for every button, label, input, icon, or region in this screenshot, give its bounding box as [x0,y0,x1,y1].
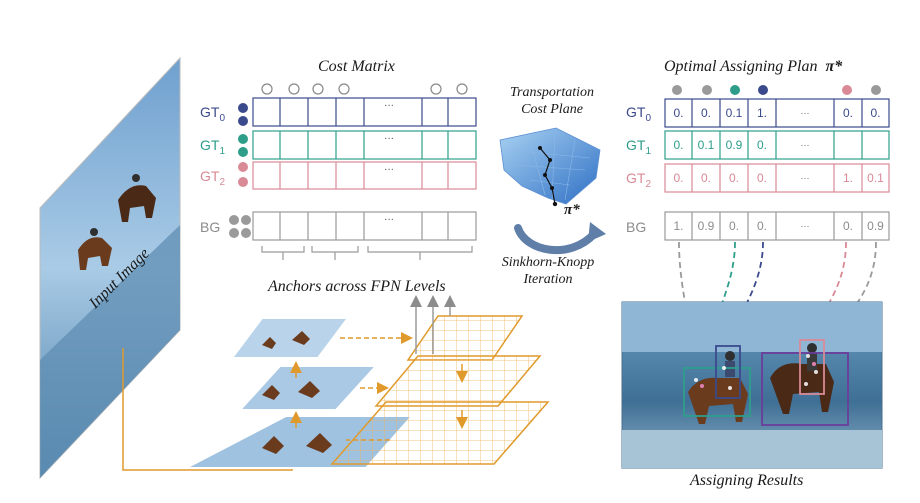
plan-row-gt2-base: GT [626,170,646,186]
optimal-plan-text: Optimal Assigning Plan [664,58,818,75]
pi-star-marker: π* [564,202,580,218]
plan-cell-r2-c2: 0. [728,171,739,185]
fpn-image-stack [185,317,415,469]
plan-row-gt1-base: GT [626,137,646,153]
plan-cell-r0-c2: 0.1 [725,106,743,120]
plan-cell-r1-c5 [834,131,862,159]
cost-row-label-gt1: GT1 [200,137,225,157]
plan-cell-r0-c1: 0. [700,106,711,120]
plan-row-gt1-sub: 1 [645,145,652,157]
transport-label-line2: Cost Plane [521,102,583,117]
plan-cell-r1-c0: 0. [673,138,684,152]
plan-cell-r0-c0: 0. [673,106,684,120]
plan-cell-r2-c3: 0. [756,171,767,185]
plan-row-label-bg: BG [626,219,647,235]
cost-row-gt0-sub: 0 [219,112,226,124]
plan-cell-r3-c3: 0. [756,219,767,233]
cost-row-gt2-sub: 2 [219,176,226,188]
plan-row-gt0-sub: 0 [645,112,652,124]
plan-cell-r3-c5: 0. [842,219,853,233]
plan-cell-r1-c6 [862,131,889,159]
cost-matrix-title: Cost Matrix [318,58,395,75]
plan-cell-r1-c3: 0. [756,138,767,152]
plan-cell-r1-c1: 0.1 [697,138,715,152]
sinkhorn-label-line1: Sinkhorn-Knopp [501,255,595,270]
plan-row-gt2-sub: 2 [645,178,652,190]
cost-row-label-bg: BG [200,219,221,235]
plan-cell-r0-c6: 0. [870,106,881,120]
plan-cell-r0-c4: ··· [800,108,810,118]
plan-cell-r2-c1: 0. [700,171,711,185]
pi-star-symbol: π* [825,58,843,75]
plan-cell-r2-c4: ··· [800,173,810,183]
plan-cell-r1-c4: ··· [800,140,810,150]
cost-row-gt0-base: GT [200,104,220,120]
sinkhorn-label-line2: Iteration [523,272,573,287]
anchors-label: Anchors across FPN Levels [268,278,446,295]
plan-cell-r1-c2: 0.9 [725,138,743,152]
plan-row-label-gt0: GT0 [626,104,651,124]
optimal-plan-title: Optimal Assigning Plan π* [664,58,842,76]
transport-label: Transportation Cost Plane [504,84,600,118]
cost-row-label-gt2: GT2 [200,168,225,188]
plan-cell-r2-c5: 1. [842,171,853,185]
plan-cell-r3-c1: 0.9 [697,219,715,233]
plan-table [664,85,890,241]
assigning-results-image [621,301,883,469]
plan-cell-r2-c6: 0.1 [867,171,884,185]
plan-cell-r3-c0: 1. [673,219,684,233]
cost-ellipsis-bg: ··· [384,215,394,226]
sinkhorn-label: Sinkhorn-Knopp Iteration [494,254,602,288]
input-image [39,56,181,480]
sinkhorn-arrow [514,224,598,255]
plan-cell-r3-c4: ··· [800,221,810,231]
fpn-feature-grids [330,315,550,465]
cost-row-gt1-base: GT [200,137,220,153]
cost-ellipsis-gt1: ··· [384,134,394,145]
plan-cell-r2-c0: 0. [673,171,684,185]
plan-cell-r3-c6: 0.9 [867,219,884,233]
cost-row-label-gt0: GT0 [200,104,225,124]
cost-ellipsis-gt2: ··· [384,165,394,176]
plan-row-label-gt1: GT1 [626,137,651,157]
plan-cell-r0-c5: 0. [842,106,853,120]
cost-row-gt2-base: GT [200,168,220,184]
cost-ellipsis-gt0: ··· [384,101,394,112]
cost-row-gt1-sub: 1 [219,145,226,157]
assigning-results-label: Assigning Results [690,472,804,489]
transport-cost-plane [499,127,601,207]
plan-row-gt0-base: GT [626,104,646,120]
plan-cell-r0-c3: 1. [756,106,767,120]
plan-cell-r3-c2: 0. [728,219,739,233]
cost-matrix [252,83,477,260]
transport-label-line1: Transportation [509,85,595,100]
cost-row-dots [229,103,251,238]
plan-row-label-gt2: GT2 [626,170,651,190]
